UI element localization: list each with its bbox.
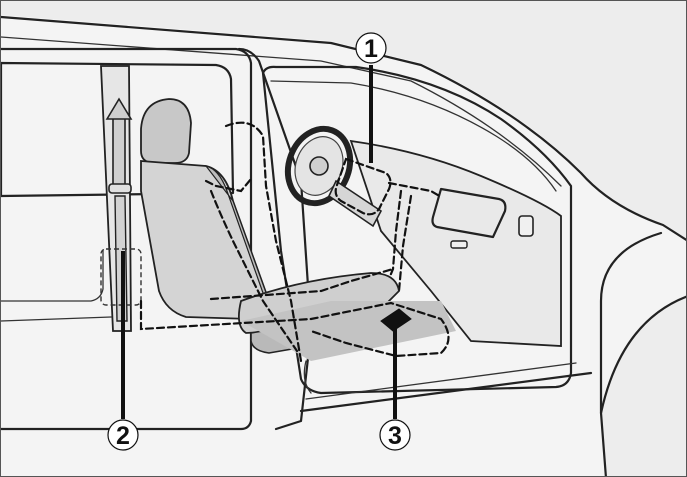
callout-3-number: 3 (388, 422, 402, 450)
seat-belt-anchor (108, 183, 132, 194)
front-door-frame (237, 47, 313, 431)
sill-line-2 (305, 362, 577, 400)
roof-line (1, 15, 686, 242)
airbag-module-outline (334, 157, 392, 216)
front-fender-line (599, 231, 663, 415)
airbag-wiring-dash (387, 181, 443, 199)
rear-door-panel-line (1, 250, 104, 302)
roof-inner-line (1, 36, 562, 187)
callout-2-bubble (107, 419, 139, 451)
steering-hub (309, 156, 329, 176)
floor-seam (303, 360, 312, 394)
airbag-wiring-down-2 (397, 194, 413, 293)
seat-airbag-outline (224, 121, 303, 363)
callout-3-bubble (379, 419, 411, 451)
front-wheel-arch (599, 295, 686, 476)
rear-door-lower-line (1, 316, 112, 322)
sill-line (299, 371, 593, 413)
floor-wiring-dash-2 (209, 267, 395, 301)
glove-box (431, 187, 507, 239)
seat-headrest (140, 98, 192, 164)
seat-belt-strap (112, 115, 126, 187)
dash-vent-left (450, 240, 468, 249)
dash-vent-right (518, 215, 534, 237)
a-pillar-inner (270, 80, 557, 192)
control-unit-arrow-icon (380, 308, 412, 332)
seat-airbag-outline-2 (204, 177, 253, 193)
seat-airbag-outline-3 (209, 189, 299, 353)
callout-1-number: 1 (364, 35, 378, 63)
steering-wheel (284, 125, 354, 207)
floor-wiring-dash (139, 299, 450, 358)
callout-1-bubble (355, 32, 387, 64)
callout-2-number: 2 (116, 422, 130, 450)
front-door-aperture (261, 65, 573, 395)
seat-belt-arrow-icon (105, 97, 133, 120)
rear-door-window (1, 61, 235, 198)
rear-door (1, 47, 253, 431)
